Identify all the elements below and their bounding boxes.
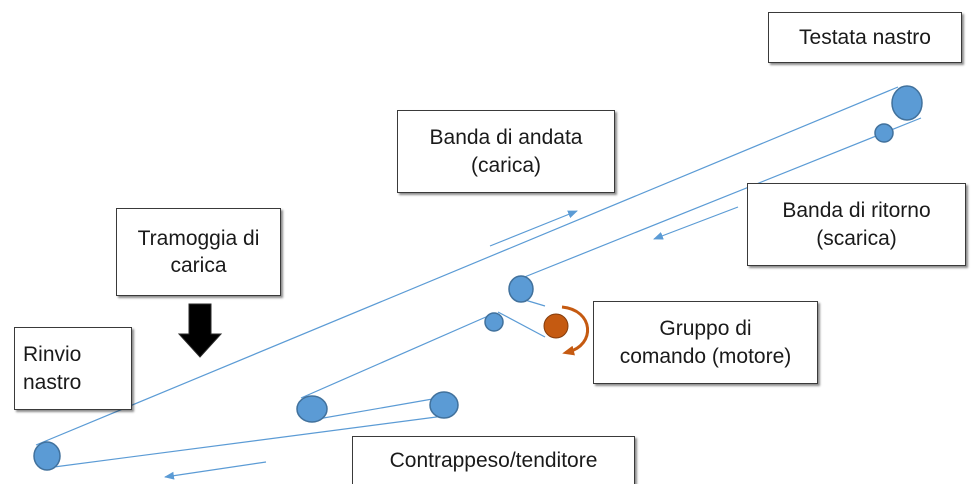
return-band-label: Banda di ritorno (scarica) xyxy=(747,183,966,266)
head-snub-pulley xyxy=(874,123,894,143)
tail-pulley xyxy=(33,441,61,471)
head-pulley xyxy=(891,85,923,121)
return-belt-drive-line-2 xyxy=(497,311,546,338)
pulleys xyxy=(33,85,923,471)
drive-bend-pulley xyxy=(508,275,534,303)
tail-label: Rinvio nastro xyxy=(14,327,132,410)
head-label: Testata nastro xyxy=(768,12,962,63)
rotation-arrow-icon xyxy=(561,305,589,356)
drive-motor xyxy=(543,305,589,356)
flow-arrows xyxy=(164,206,739,480)
drive-label: Gruppo di comando (motore) xyxy=(593,301,818,384)
tenditore-lower-line xyxy=(311,396,445,421)
carry-belt-line xyxy=(35,86,899,446)
tenditore-left-pulley xyxy=(296,395,328,423)
return-belt-drive-line-1 xyxy=(524,299,546,307)
hopper-feed-arrow-icon xyxy=(177,303,223,358)
return-belt-lower-line xyxy=(53,415,445,468)
hopper-label: Tramoggia di carica xyxy=(116,208,281,296)
motor-drum xyxy=(543,313,569,339)
lower-return-direction-arrow xyxy=(164,461,267,480)
return-belt-upper-line xyxy=(521,117,922,279)
carry-band-label: Banda di andata (carica) xyxy=(397,110,615,193)
tenditore-right-pulley xyxy=(429,391,459,419)
drive-snub-pulley xyxy=(484,312,504,332)
return-direction-arrow xyxy=(653,206,739,240)
belt-lines xyxy=(35,86,922,468)
carry-direction-arrow xyxy=(489,210,578,247)
counterweight-label: Contrappeso/tenditore xyxy=(352,436,635,484)
tenditore-upper-line xyxy=(300,312,496,399)
